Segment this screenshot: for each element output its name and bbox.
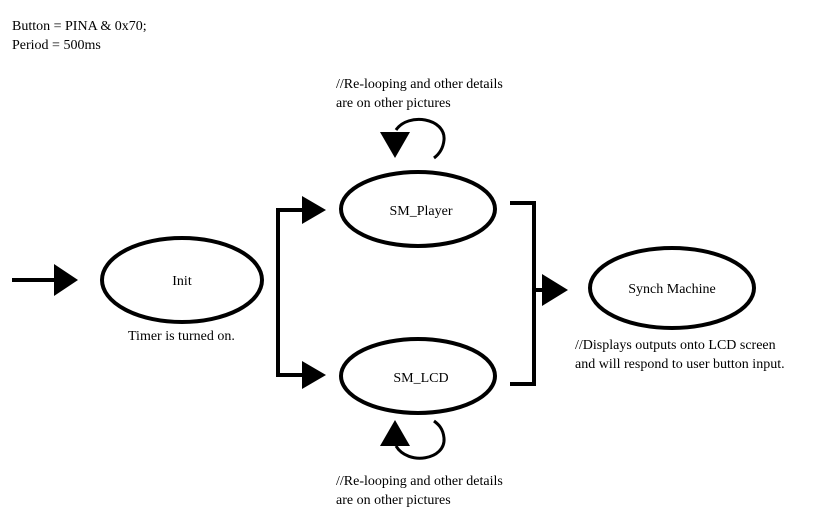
entry-arrowhead-icon xyxy=(54,264,78,296)
synch-note-line2: and will respond to user button input. xyxy=(575,357,785,372)
bottom-relooping-note-line2: are on other pictures xyxy=(336,493,451,508)
sm-lcd-loop-arrowhead-icon xyxy=(380,420,410,446)
state-sm-player-label: SM_Player xyxy=(390,204,453,219)
fork-connector xyxy=(276,208,304,377)
sm-lcd-self-loop xyxy=(394,419,446,460)
join-connector xyxy=(510,201,536,386)
sm-player-loop-arrowhead-icon xyxy=(380,132,410,158)
state-synch-machine-label: Synch Machine xyxy=(628,282,715,297)
top-relooping-note-line2: are on other pictures xyxy=(336,96,451,111)
top-relooping-note-line1: //Re-looping and other details xyxy=(336,77,503,92)
synch-note-line1: //Displays outputs onto LCD screen xyxy=(575,338,776,353)
fork-arrowhead-player-icon xyxy=(302,196,326,224)
state-sm-lcd xyxy=(339,337,497,415)
header-period-line: Period = 500ms xyxy=(12,38,101,53)
fork-arrowhead-lcd-icon xyxy=(302,361,326,389)
state-sm-player xyxy=(339,170,497,248)
init-note: Timer is turned on. xyxy=(128,329,235,344)
sm-player-self-loop xyxy=(394,117,446,160)
state-sm-lcd-label: SM_LCD xyxy=(393,371,448,386)
state-synch-machine xyxy=(588,246,756,330)
state-init xyxy=(100,236,264,324)
state-init-label: Init xyxy=(172,274,192,289)
bottom-relooping-note-line1: //Re-looping and other details xyxy=(336,474,503,489)
header-button-line: Button = PINA & 0x70; xyxy=(12,19,147,34)
join-arrowhead-icon xyxy=(542,274,568,306)
